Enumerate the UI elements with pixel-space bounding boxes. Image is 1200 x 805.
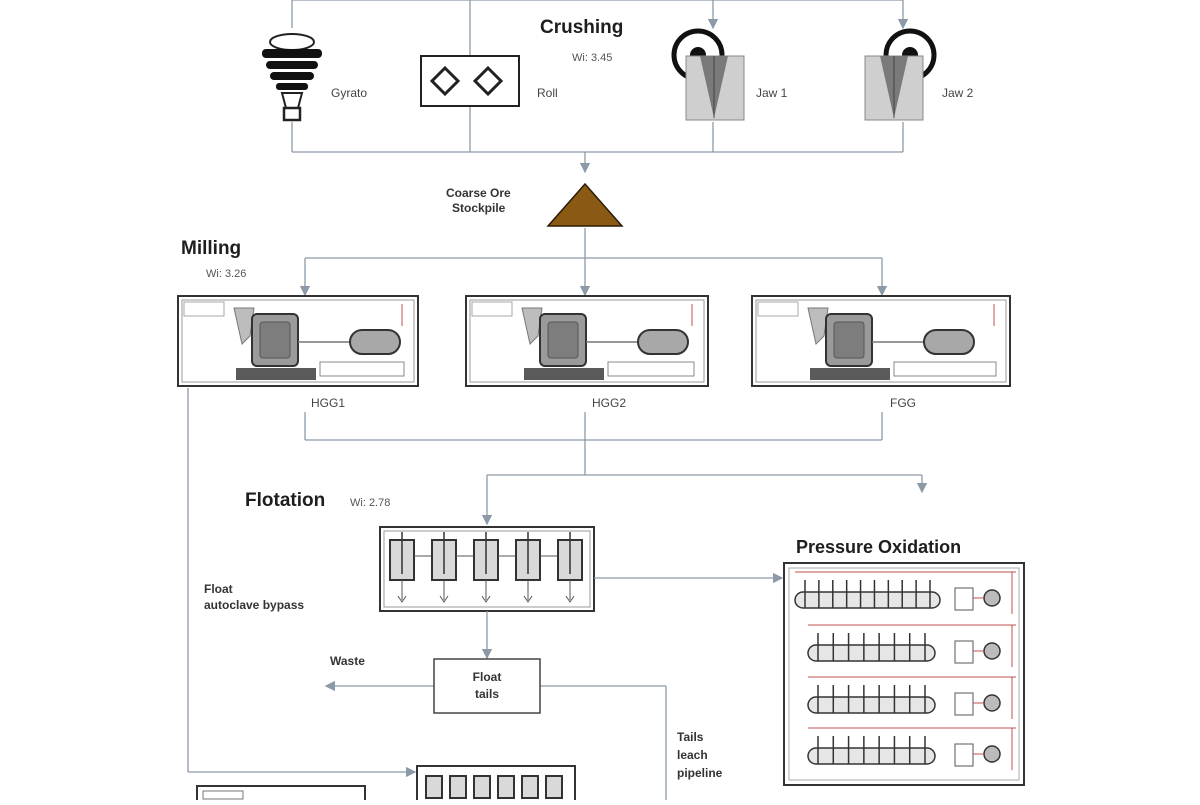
- mill-label-fgg: FGG: [890, 396, 916, 410]
- waste-label: Waste: [330, 654, 365, 668]
- pressure-oxidation-title: Pressure Oxidation: [796, 537, 962, 557]
- stockpile-label-line2: Stockpile: [452, 201, 506, 215]
- jaw-crusher-2-icon: [864, 28, 937, 121]
- float-tails-line2: tails: [474, 687, 499, 701]
- roll-label: Roll: [537, 86, 558, 100]
- jaw-crusher-1-icon: [671, 28, 745, 121]
- stockpile-label-line1: Coarse Ore: [446, 186, 511, 200]
- bottom-left-panel: [196, 785, 366, 805]
- mill-panel-hgg1: [177, 295, 419, 387]
- roll-crusher-icon: [420, 55, 520, 107]
- mill-label-hgg1: HGG1: [311, 396, 346, 410]
- pipeline-label-line1: Tails: [677, 730, 704, 744]
- milling-title: Milling: [181, 238, 242, 259]
- flotation-title: Flotation: [245, 490, 326, 511]
- gyratory-crusher-icon: [262, 33, 322, 122]
- coarse-ore-stockpile-icon: [546, 182, 624, 227]
- crushing-title: Crushing: [540, 17, 624, 38]
- autoclave-panel: [783, 562, 1025, 786]
- bypass-label-line1: Float: [204, 582, 233, 596]
- float-tails-line1: Float: [472, 670, 502, 684]
- flotation-cells-panel: [379, 526, 595, 612]
- flotation-lines: [324, 572, 784, 800]
- jaw1-label: Jaw 1: [756, 86, 788, 100]
- milling-wi: Wi: 3.26: [206, 268, 247, 280]
- crushing-wi: Wi: 3.45: [572, 52, 613, 64]
- milling-discharge-lines: [187, 388, 928, 778]
- crushing-feed-lines: [291, 0, 909, 56]
- bypass-label-line2: autoclave bypass: [204, 598, 305, 612]
- crushing-discharge-lines: [291, 106, 904, 174]
- leach-tanks-panel: [416, 765, 576, 805]
- milling-feed-lines: [299, 228, 888, 297]
- mill-panel-hgg2: [465, 295, 709, 387]
- float-tails-box: [433, 658, 541, 714]
- mill-panel-fgg: [751, 295, 1011, 387]
- jaw2-label: Jaw 2: [942, 86, 974, 100]
- pipeline-label-line2: leach: [677, 748, 708, 762]
- pipeline-label-line3: pipeline: [677, 766, 723, 780]
- mill-label-hgg2: HGG2: [592, 396, 627, 410]
- flotation-wi: Wi: 2.78: [350, 497, 391, 509]
- gyratory-label: Gyrato: [331, 86, 368, 100]
